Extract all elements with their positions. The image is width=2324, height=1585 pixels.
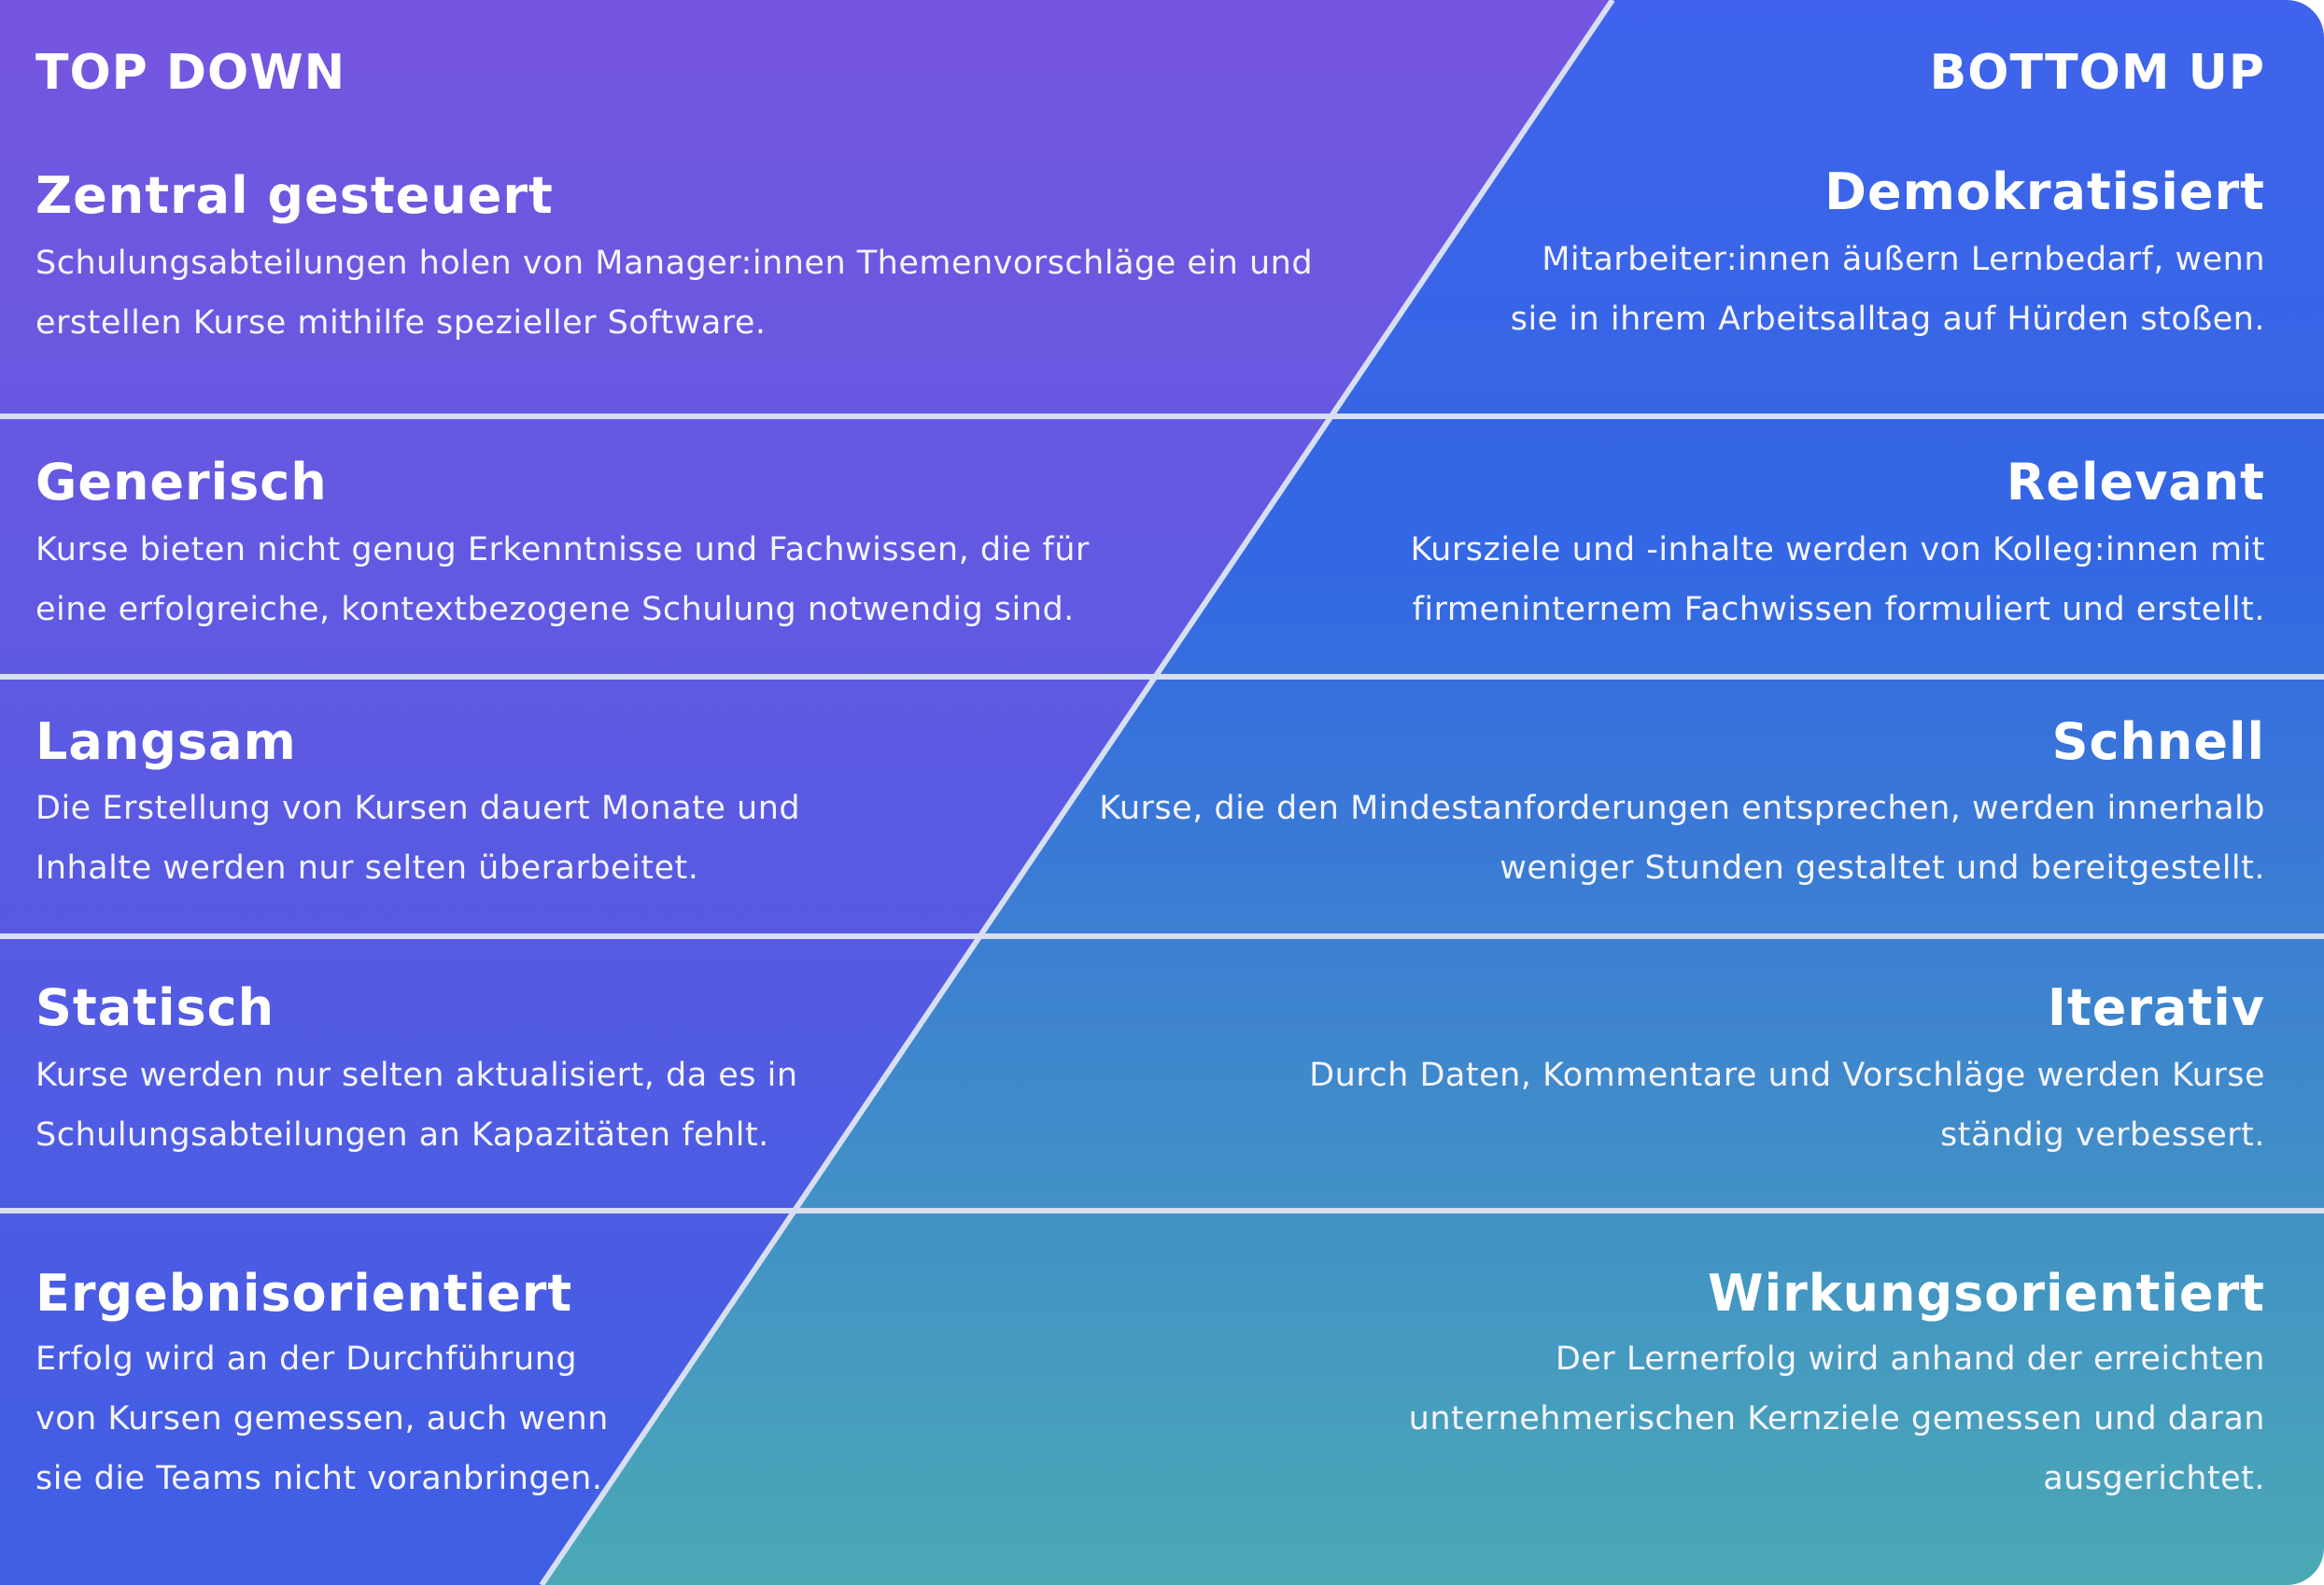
top-down-text-5: Erfolg wird an der Durchführung von Kurs… [35, 1340, 609, 1497]
bottom-up-heading: BOTTOM UP [1929, 45, 2265, 101]
bottom-up-text-3: Kurse, die den Mindestanforderungen ents… [1099, 790, 2265, 887]
top-down-title-2: Generisch [35, 453, 328, 512]
bottom-up-text-1: Mitarbeiter:innen äußern Lernbedarf, wen… [1510, 241, 2265, 338]
bottom-up-title-3: Schnell [2051, 712, 2265, 771]
top-down-title-5: Ergebnisorientiert [35, 1264, 573, 1323]
top-down-title-4: Statisch [35, 978, 275, 1037]
top-down-text-1: Schulungsabteilungen holen von Manager:i… [35, 245, 1314, 342]
top-down-text-2: Kurse bieten nicht genug Erkenntnisse un… [35, 531, 1090, 628]
bottom-up-text-2: Kursziele und -inhalte werden von Kolleg… [1410, 531, 2265, 628]
bottom-up-title-1: Demokratisiert [1824, 162, 2265, 221]
diagonal-divider [539, 0, 1615, 1585]
top-down-title-1: Zentral gesteuert [35, 166, 554, 225]
top-down-text-4: Kurse werden nur selten aktualisiert, da… [35, 1057, 798, 1154]
bottom-up-title-4: Iterativ [2047, 978, 2265, 1037]
bottom-up-text-5: Der Lernerfolg wird anhand der erreichte… [1408, 1340, 2265, 1497]
row-dividers [0, 414, 2324, 1213]
top-down-title-3: Langsam [35, 712, 297, 771]
top-down-panel [0, 0, 1613, 1585]
bottom-up-title-2: Relevant [2006, 453, 2265, 512]
top-down-text-3: Die Erstellung von Kursen dauert Monate … [35, 790, 801, 887]
bottom-up-text-4: Durch Daten, Kommentare und Vorschläge w… [1309, 1057, 2265, 1154]
bottom-up-title-5: Wirkungsorientiert [1708, 1264, 2265, 1323]
top-down-heading: TOP DOWN [35, 45, 346, 101]
